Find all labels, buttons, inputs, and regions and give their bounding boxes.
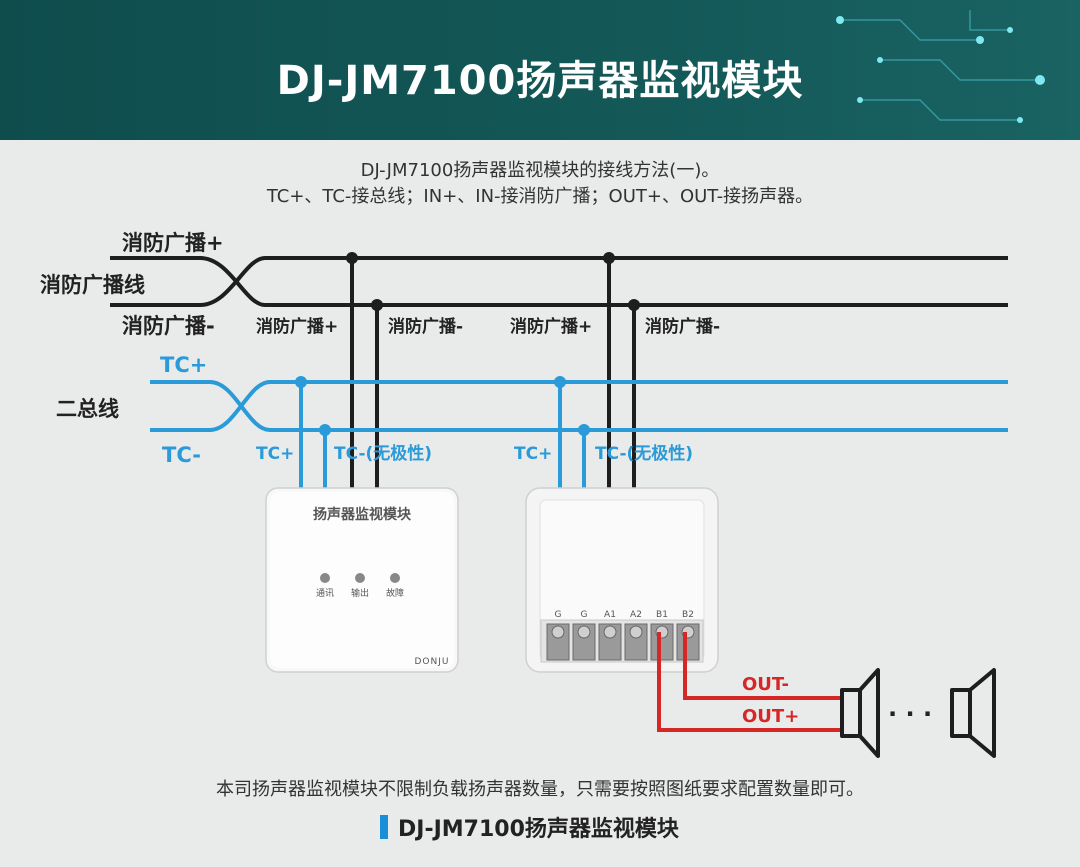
output-wires	[657, 632, 842, 732]
junction-dot	[295, 376, 307, 388]
footer-title: DJ-JM7100扬声器监视模块	[380, 812, 679, 842]
footer-note: 本司扬声器监视模块不限制负载扬声器数量，只需要按照图纸要求配置数量即可。	[216, 779, 864, 800]
junction-dot	[554, 376, 566, 388]
label-tc-minus: TC-	[162, 443, 201, 467]
circuit-decoration	[836, 10, 1045, 123]
junction-dot	[603, 252, 615, 264]
accent-bar	[380, 815, 388, 839]
broadcast-plus-wire	[110, 256, 266, 307]
label-out-plus: OUT+	[742, 706, 799, 727]
label-tap-broadcast-plus-1: 消防广播+	[256, 316, 338, 337]
label-tap-tc-minus-1: TC-(无极性)	[334, 443, 432, 464]
label-tap-tc-plus-2: TC+	[514, 444, 552, 464]
module-front-title: 扬声器监视模块	[313, 506, 412, 523]
label-tc-plus: TC+	[160, 353, 207, 377]
label-tap-broadcast-minus-2: 消防广播-	[645, 316, 720, 337]
label-broadcast-line: 消防广播线	[40, 273, 145, 297]
led-label: 通讯	[316, 588, 334, 599]
junction-dot	[628, 299, 640, 311]
junction-dot	[578, 424, 590, 436]
junction-dot	[319, 424, 331, 436]
label-tap-tc-plus-1: TC+	[256, 444, 294, 464]
label-tap-broadcast-plus-2: 消防广播+	[510, 316, 592, 337]
terminal-label: A2	[630, 610, 642, 620]
footer-title-text: DJ-JM7100扬声器监视模块	[398, 817, 679, 842]
out-minus-wire	[683, 632, 842, 700]
terminal-label: B2	[682, 610, 694, 620]
label-broadcast-minus: 消防广播-	[122, 314, 215, 338]
terminal-label: G	[555, 610, 562, 620]
header-banner: DJ-JM7100扬声器监视模块	[0, 0, 1080, 140]
terminal-label: G	[581, 610, 588, 620]
tc-plus-wire	[150, 380, 271, 432]
page-title: DJ-JM7100扬声器监视模块	[276, 58, 804, 104]
label-tap-tc-minus-2: TC-(无极性)	[595, 443, 693, 464]
intro-line-1: DJ-JM7100扬声器监视模块的接线方法(一)。	[360, 160, 720, 181]
terminal-label: A1	[604, 610, 616, 620]
speaker-icon	[840, 668, 880, 758]
out-plus-wire	[657, 632, 842, 732]
junction-dot	[346, 252, 358, 264]
led-output-icon	[355, 573, 365, 583]
label-broadcast-plus: 消防广播+	[122, 231, 224, 255]
terminal-label: B1	[656, 610, 668, 620]
intro-text: DJ-JM7100扬声器监视模块的接线方法(一)。 TC+、TC-接总线；IN+…	[0, 158, 1080, 210]
junction-dot	[371, 299, 383, 311]
led-label: 输出	[351, 587, 369, 599]
label-bus-line: 二总线	[56, 397, 119, 421]
module-brand: DONJU	[415, 657, 450, 667]
module-front: 扬声器监视模块 通讯 输出 故障 DONJU	[265, 487, 459, 673]
tc-minus-wire	[150, 380, 271, 432]
speaker-ellipsis: · · ·	[888, 700, 932, 728]
intro-line-2: TC+、TC-接总线；IN+、IN-接消防广播；OUT+、OUT-接扬声器。	[266, 186, 814, 207]
led-comm-icon	[320, 573, 330, 583]
speaker-icon	[950, 668, 996, 758]
led-label: 故障	[386, 587, 404, 599]
label-tap-broadcast-minus-1: 消防广播-	[388, 316, 463, 337]
broadcast-minus-wire	[110, 256, 266, 307]
label-out-minus: OUT-	[742, 674, 789, 695]
led-fault-icon	[390, 573, 400, 583]
module-back: G G A1 A2 B1 B2	[525, 487, 719, 673]
